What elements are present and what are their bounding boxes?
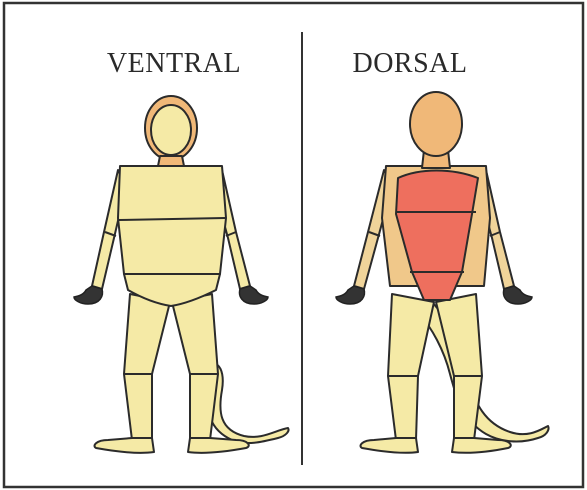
ventral-right-leg xyxy=(172,294,218,440)
dorsal-figure xyxy=(354,92,549,453)
dorsal-head xyxy=(410,92,462,156)
ventral-neck xyxy=(158,156,184,166)
ventral-face xyxy=(151,105,191,155)
dorsal-right-leg xyxy=(436,294,482,440)
dorsal-right-hand xyxy=(504,286,532,304)
dorsal-left-foot xyxy=(361,438,419,453)
ventral-left-hand xyxy=(74,286,102,304)
ventral-right-hand xyxy=(240,286,268,304)
dorsal-left-hand xyxy=(336,286,364,304)
dorsal-tail xyxy=(418,300,549,441)
ventral-left-foot xyxy=(95,438,155,453)
ventral-figure xyxy=(92,96,289,453)
dorsal-label: DORSAL xyxy=(352,48,467,79)
dorsal-left-leg xyxy=(388,294,434,440)
ventral-label: VENTRAL xyxy=(107,48,241,79)
ventral-left-leg xyxy=(124,294,170,440)
dorsal-right-foot xyxy=(452,438,511,453)
ventral-right-foot xyxy=(188,438,249,453)
